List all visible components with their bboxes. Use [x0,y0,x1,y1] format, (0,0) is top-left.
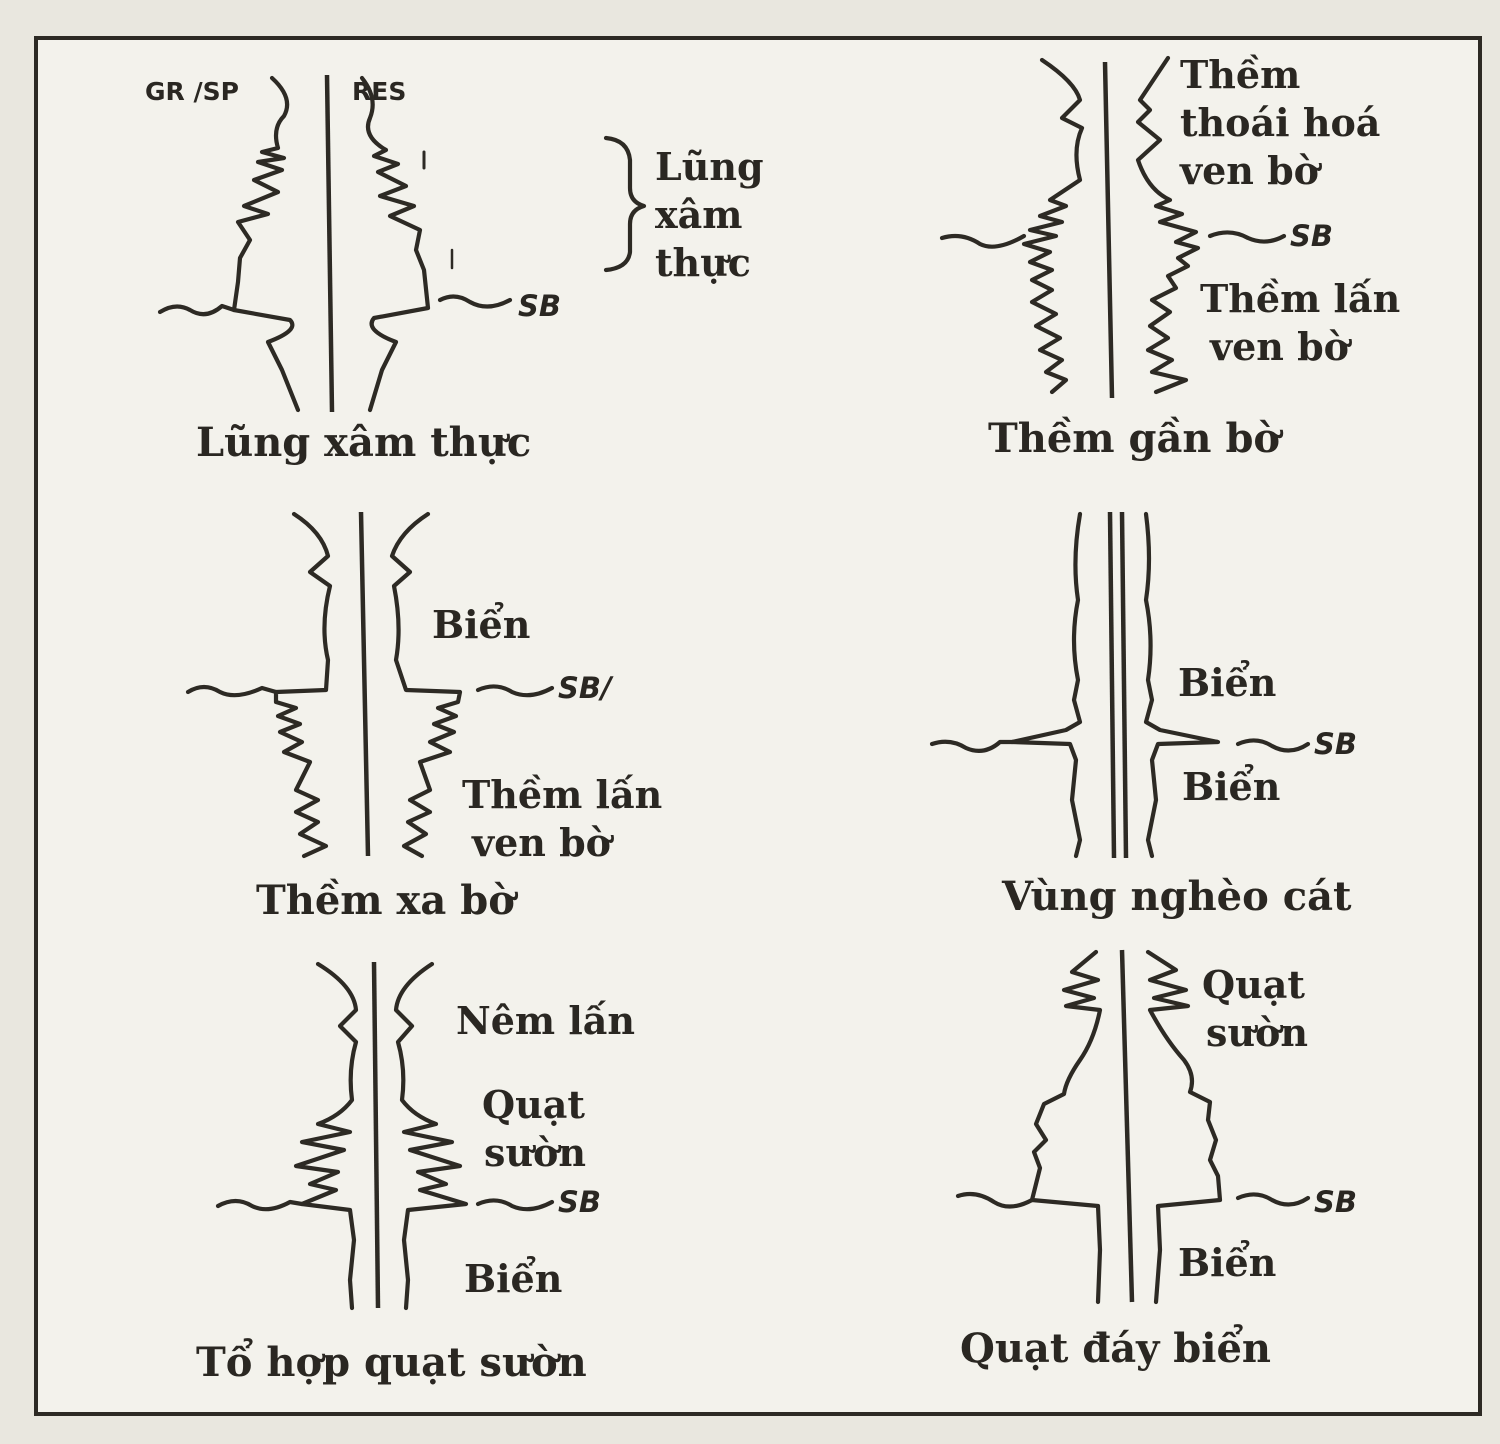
log-axis-right [1119,511,1129,859]
log-axis [324,74,335,413]
label-bien: Biển [1178,1240,1276,1285]
gr-sp-sb-surface [955,1191,1035,1209]
sb-label: SB [1314,727,1357,761]
gr-sp-log-curve [1009,511,1083,859]
caption: Lũng xâm thực [196,419,531,466]
label-bien: Biển [432,602,530,647]
log-axis [358,511,371,857]
label-them: Thềm [1180,52,1300,97]
log-header-gr-sp: GR /SP [145,77,239,106]
res-sb-surface [475,684,555,698]
res-sb-surface [1235,1192,1311,1207]
panel-them-gan-bo: SB Thềm thoái hoá ven bờ Thềm lấn ven bờ… [939,52,1400,462]
res-sb-surface [437,294,513,309]
gr-sp-log-curve [293,961,359,1311]
panel-them-xa-bo: SB/ Biển Thềm lấn ven bờ Thềm xa bờ [185,511,662,924]
label-ven-bo-2: ven bờ [1209,324,1353,369]
caption: Quạt đáy biển [960,1325,1271,1372]
gr-sp-sb-surface [939,233,1027,249]
res-sb-surface [1207,230,1287,244]
res-log-curve [389,511,463,859]
caption: Thềm gần bờ [988,415,1283,462]
label-suon: sườn [484,1130,586,1175]
label-lung: Lũng [655,144,764,189]
log-axis [1102,61,1115,399]
label-thoai-hoa: thoái hoá [1180,100,1380,145]
label-ven-bo: ven bờ [1179,148,1323,193]
panel-quat-day-bien: SB Quạt sườn Biển Quạt đáy biển [955,949,1357,1372]
gr-sp-log-curve [231,75,301,413]
label-ven-bo: ven bờ [471,820,615,865]
bracket [603,135,647,273]
label-them-lan: Thềm lấn [1200,276,1400,321]
panel-lung-xam-thuc: GR /SP RES SB Lũng xâm thực Lũng xâm thự… [145,74,764,466]
panel-to-hop-quat-suon: SB Nêm lấn Quạt sườn Biển Tổ hợp quạt sư… [196,961,635,1386]
gr-sp-sb-surface [215,1198,305,1212]
gr-sp-log-curve [273,511,333,859]
sb-label: SB [1314,1185,1357,1219]
label-xam: xâm [655,192,743,237]
res-log-curve [393,961,469,1311]
log-header-res: RES [352,77,406,106]
sb-label: SB [558,1185,601,1219]
label-nem-lan: Nêm lấn [456,998,635,1043]
res-sb-surface [475,1198,555,1212]
sb-label: SB [1290,219,1333,253]
caption: Thềm xa bờ [256,877,518,924]
res-log-curve [1143,511,1221,859]
figure-frame [34,36,1482,1416]
sb-label: SB [518,289,561,323]
sb-label: SB/ [558,671,614,705]
label-quat: Quạt [482,1082,585,1127]
log-axis [1119,949,1135,1303]
caption: Vùng nghèo cát [1001,873,1352,920]
gr-sp-sb-surface [157,303,237,317]
label-bien: Biển [464,1256,562,1301]
label-them-lan: Thềm lấn [462,772,662,817]
res-log-curve [1145,949,1223,1305]
label-bien-lower: Biển [1182,764,1280,809]
gr-sp-sb-surface [929,739,1015,754]
gr-sp-log-curve [1029,949,1103,1305]
gr-sp-sb-surface [185,684,279,698]
log-axis [371,961,381,1309]
label-thuc: thực [655,240,751,285]
res-sb-surface [1235,738,1311,753]
gr-sp-log-curve [1021,57,1085,395]
panel-vung-ngheo-cat: SB Biển Biển Vùng nghèo cát [929,511,1357,920]
log-axis-left [1107,511,1117,859]
res-log-curve [1135,55,1201,395]
label-bien-upper: Biển [1178,660,1276,705]
res-log-curve [359,75,431,413]
caption: Tổ hợp quạt sườn [196,1339,587,1386]
label-quat: Quạt [1202,962,1305,1007]
label-suon: sườn [1206,1010,1308,1055]
